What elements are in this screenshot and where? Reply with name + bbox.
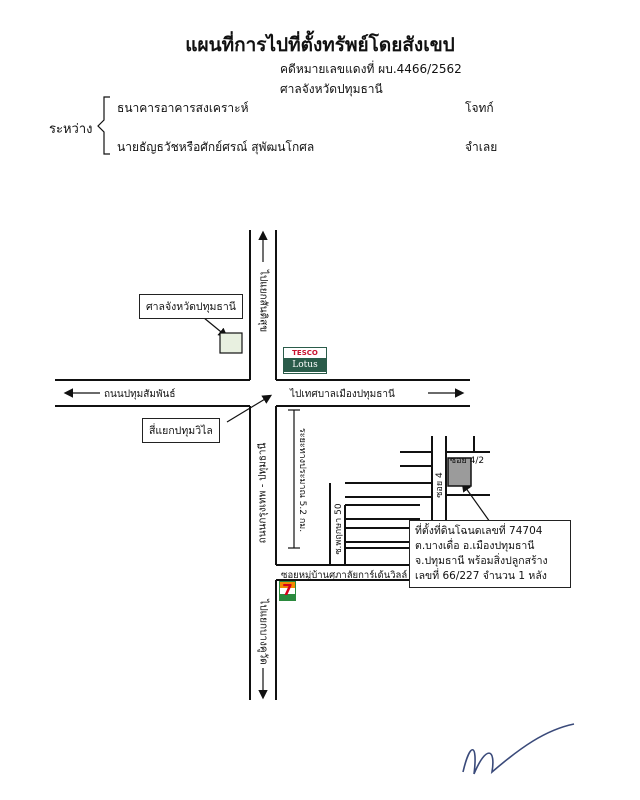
label-road-main-south: ถนนกรุงเทพ - ปทุมธานี: [257, 442, 269, 544]
label-soi-village: ซอยหมู่บ้านศุภาลัยการ์เด้นวิลล์: [281, 570, 408, 581]
distance-bar: [288, 409, 300, 549]
property-callout: ที่ตั้งที่ดินโฉนดเลขที่ 74704 ต.บางเดื่อ…: [409, 520, 571, 588]
seven-eleven-text: 7: [282, 581, 293, 599]
page-title: แผนที่การไปที่ตั้งทรัพย์โดยสังเขป: [185, 34, 455, 56]
label-road-south: ไปแยกบางคูวัด: [257, 599, 269, 665]
label-soi-42: ซอย 4/2: [450, 456, 485, 466]
label-distance: ระยะทางประมาณ 5.2 กม.: [297, 427, 307, 533]
arrow-property: [461, 482, 491, 523]
label-soi-50: ซ.พฤกษา 50: [334, 503, 344, 555]
arrows: [63, 230, 491, 700]
between-label: ระหว่าง: [49, 122, 93, 137]
seven-eleven-stripe-green: [280, 594, 295, 600]
property-line-2: ต.บางเดื่อ อ.เมืองปทุมธานี: [415, 540, 535, 552]
court-callout: ศาลจังหวัดปทุมธานี: [139, 294, 243, 319]
defendant-name: นายธัญธวัชหรือศักย์ศรณ์ สุพัฒนโกศล: [117, 140, 315, 154]
property-line-1: ที่ตั้งที่ดินโฉนดเลขที่ 74704: [415, 525, 543, 537]
label-road-west: ถนนปทุมสัมพันธ์: [104, 389, 176, 400]
case-number: คดีหมายเลขแดงที่ ผบ.4466/2562: [280, 62, 462, 76]
seven-eleven-stripe-orange: [280, 582, 295, 588]
brace: [97, 96, 110, 155]
plaintiff-name: ธนาคารอาคารสงเคราะห์: [117, 101, 249, 115]
label-road-east: ไปเทศบาลเมืองปทุมธานี: [290, 389, 395, 400]
label-soi-4: ซอย 4: [435, 472, 445, 498]
plaintiff-role: โจทก์: [465, 101, 494, 115]
signature: [462, 723, 575, 775]
lotus-text: Lotus: [284, 358, 326, 372]
roads: [55, 230, 490, 700]
defendant-role: จำเลย: [465, 140, 498, 154]
intersection-callout: สี่แยกปทุมวิไล: [142, 418, 220, 443]
label-road-north: ไปแยกสันติสุข: [257, 269, 269, 333]
property-line-3: จ.ปทุมธานี พร้อมสิ่งปลูกสร้าง: [415, 555, 548, 567]
property-plot: [447, 457, 472, 487]
seven-eleven-logo: 7: [279, 581, 296, 601]
tesco-lotus-logo: TESCO Lotus: [283, 347, 327, 374]
tesco-text: TESCO: [284, 348, 326, 358]
court-building: [219, 332, 243, 354]
arrow-intersection: [226, 394, 273, 423]
court-name: ศาลจังหวัดปทุมธานี: [280, 82, 383, 96]
property-line-4: เลขที่ 66/227 จำนวน 1 หลัง: [415, 570, 547, 582]
